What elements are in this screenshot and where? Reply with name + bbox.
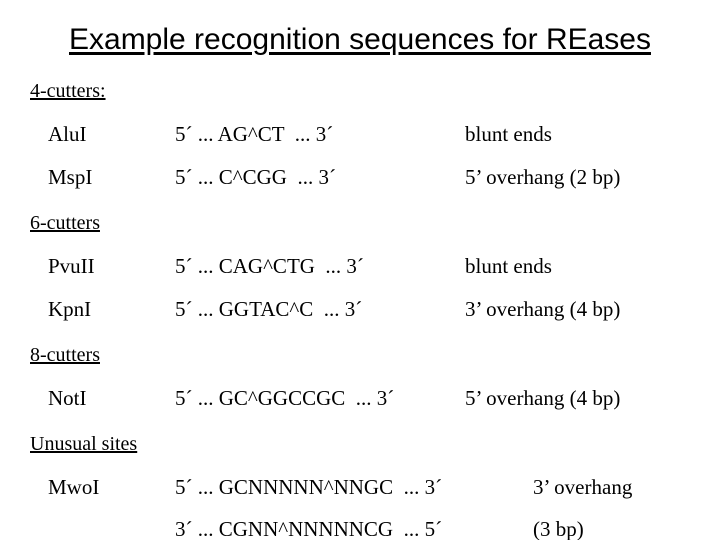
enzyme-row-mwoi-bottom-strand: 3´ ... CGNN^NNNNNCG ... 5´ (3 bp) (48, 515, 720, 540)
end-type: 5’ overhang (4 bp) (465, 386, 621, 410)
page-title: Example recognition sequences for REases (69, 23, 651, 56)
end-type: 5’ overhang (2 bp) (465, 165, 621, 189)
enzyme-row-noti: NotI 5´ ... GC^GGCCGC ... 3´ 5’ overhang… (48, 384, 720, 412)
section-heading-unusual-sites: Unusual sites (30, 433, 138, 455)
end-type: 3’ overhang (4 bp) (465, 297, 621, 321)
recognition-sequence: 5´ ... C^CGG ... 3´ (175, 165, 336, 189)
enzyme-name: MwoI (48, 475, 100, 499)
enzyme-name: MspI (48, 165, 93, 189)
recognition-sequence: 5´ ... GGTAC^C ... 3´ (175, 297, 363, 321)
recognition-sequence: 5´ ... CAG^CTG ... 3´ (175, 254, 364, 278)
recognition-sequence: 3´ ... CGNN^NNNNNCG ... 5´ (175, 517, 443, 540)
end-type: blunt ends (465, 122, 552, 146)
recognition-sequence: 5´ ... GCNNNNN^NNGC ... 3´ (175, 475, 443, 499)
enzyme-row-pvuii: PvuII 5´ ... CAG^CTG ... 3´ blunt ends (48, 252, 720, 280)
enzyme-row-kpni: KpnI 5´ ... GGTAC^C ... 3´ 3’ overhang (… (48, 295, 720, 323)
recognition-sequence: 5´ ... GC^GGCCGC ... 3´ (175, 386, 395, 410)
enzyme-row-alui: AluI 5´ ... AG^CT ... 3´ blunt ends (48, 120, 720, 148)
section-heading-4-cutters: 4-cutters: (30, 80, 106, 102)
enzyme-name: KpnI (48, 297, 92, 321)
section-heading-6-cutters: 6-cutters (30, 212, 100, 234)
section-heading-8-cutters: 8-cutters (30, 344, 100, 366)
end-type: blunt ends (465, 254, 552, 278)
enzyme-name: NotI (48, 386, 87, 410)
end-type: 3’ overhang (533, 475, 633, 499)
end-type: (3 bp) (533, 517, 584, 540)
recognition-sequence: 5´ ... AG^CT ... 3´ (175, 122, 334, 146)
enzyme-row-mwoi-top-strand: MwoI 5´ ... GCNNNNN^NNGC ... 3´ 3’ overh… (48, 473, 720, 501)
enzyme-name (48, 515, 175, 540)
enzyme-name: PvuII (48, 254, 95, 278)
enzyme-name: AluI (48, 122, 87, 146)
enzyme-row-mspi: MspI 5´ ... C^CGG ... 3´ 5’ overhang (2 … (48, 163, 720, 191)
